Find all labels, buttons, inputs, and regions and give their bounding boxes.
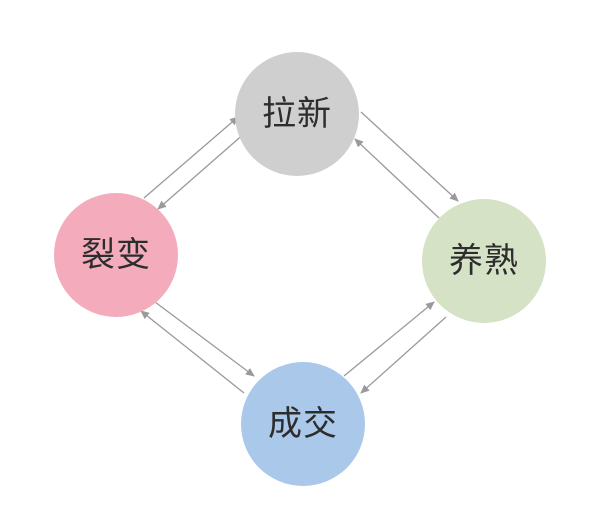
node-chengjiao: 成交 xyxy=(241,362,365,486)
arrow-laxin-to-liebian xyxy=(157,131,247,210)
arrow-yangshu-to-laxin xyxy=(354,138,440,219)
node-label-laxin: 拉新 xyxy=(262,94,332,134)
arrow-laxin-to-yangshu xyxy=(360,111,459,202)
arrow-chengjiao-to-liebian xyxy=(140,310,245,394)
arrow-yangshu-to-chengjiao xyxy=(360,316,447,394)
arrow-liebian-to-chengjiao xyxy=(154,301,255,377)
node-yangshu: 养熟 xyxy=(422,199,546,323)
node-label-chengjiao: 成交 xyxy=(268,404,338,444)
node-label-liebian: 裂变 xyxy=(81,235,151,275)
arrow-chengjiao-to-yangshu xyxy=(343,301,435,377)
node-label-yangshu: 养熟 xyxy=(449,241,519,281)
node-liebian: 裂变 xyxy=(54,193,178,317)
arrow-liebian-to-laxin xyxy=(143,116,239,199)
node-laxin: 拉新 xyxy=(235,52,359,176)
